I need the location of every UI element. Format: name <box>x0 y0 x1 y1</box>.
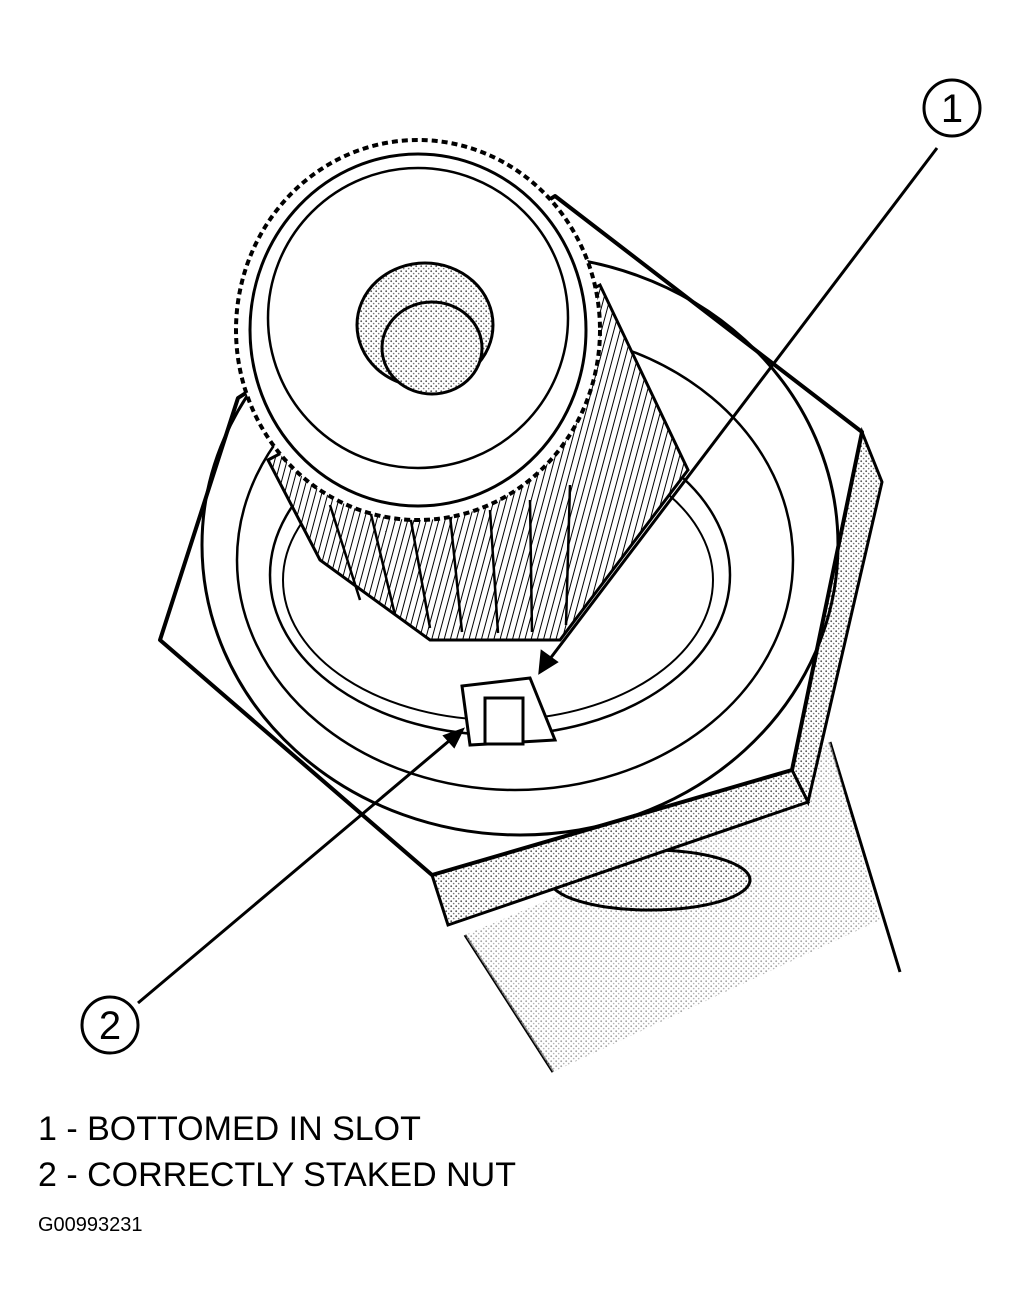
leader-line-1 <box>538 147 939 673</box>
tone-ring <box>234 138 602 522</box>
callout-1-number: 1 <box>941 87 963 131</box>
callout-1: 1 <box>922 78 982 138</box>
legend-item-1: 1 - BOTTOMED IN SLOT <box>38 1110 421 1148</box>
figure-id: G00993231 <box>38 1214 143 1236</box>
legend-item-2: 2 - CORRECTLY STAKED NUT <box>38 1156 516 1194</box>
callout-2: 2 <box>80 995 140 1055</box>
leader-line-2 <box>137 728 463 1005</box>
axle-nut-illustration: 1 2 <box>80 78 982 1073</box>
arrowhead-1 <box>538 649 559 675</box>
leader-lines <box>137 147 939 1005</box>
callout-2-number: 2 <box>99 1004 121 1048</box>
staked-slot <box>460 676 558 747</box>
arrowhead-2 <box>442 727 466 749</box>
